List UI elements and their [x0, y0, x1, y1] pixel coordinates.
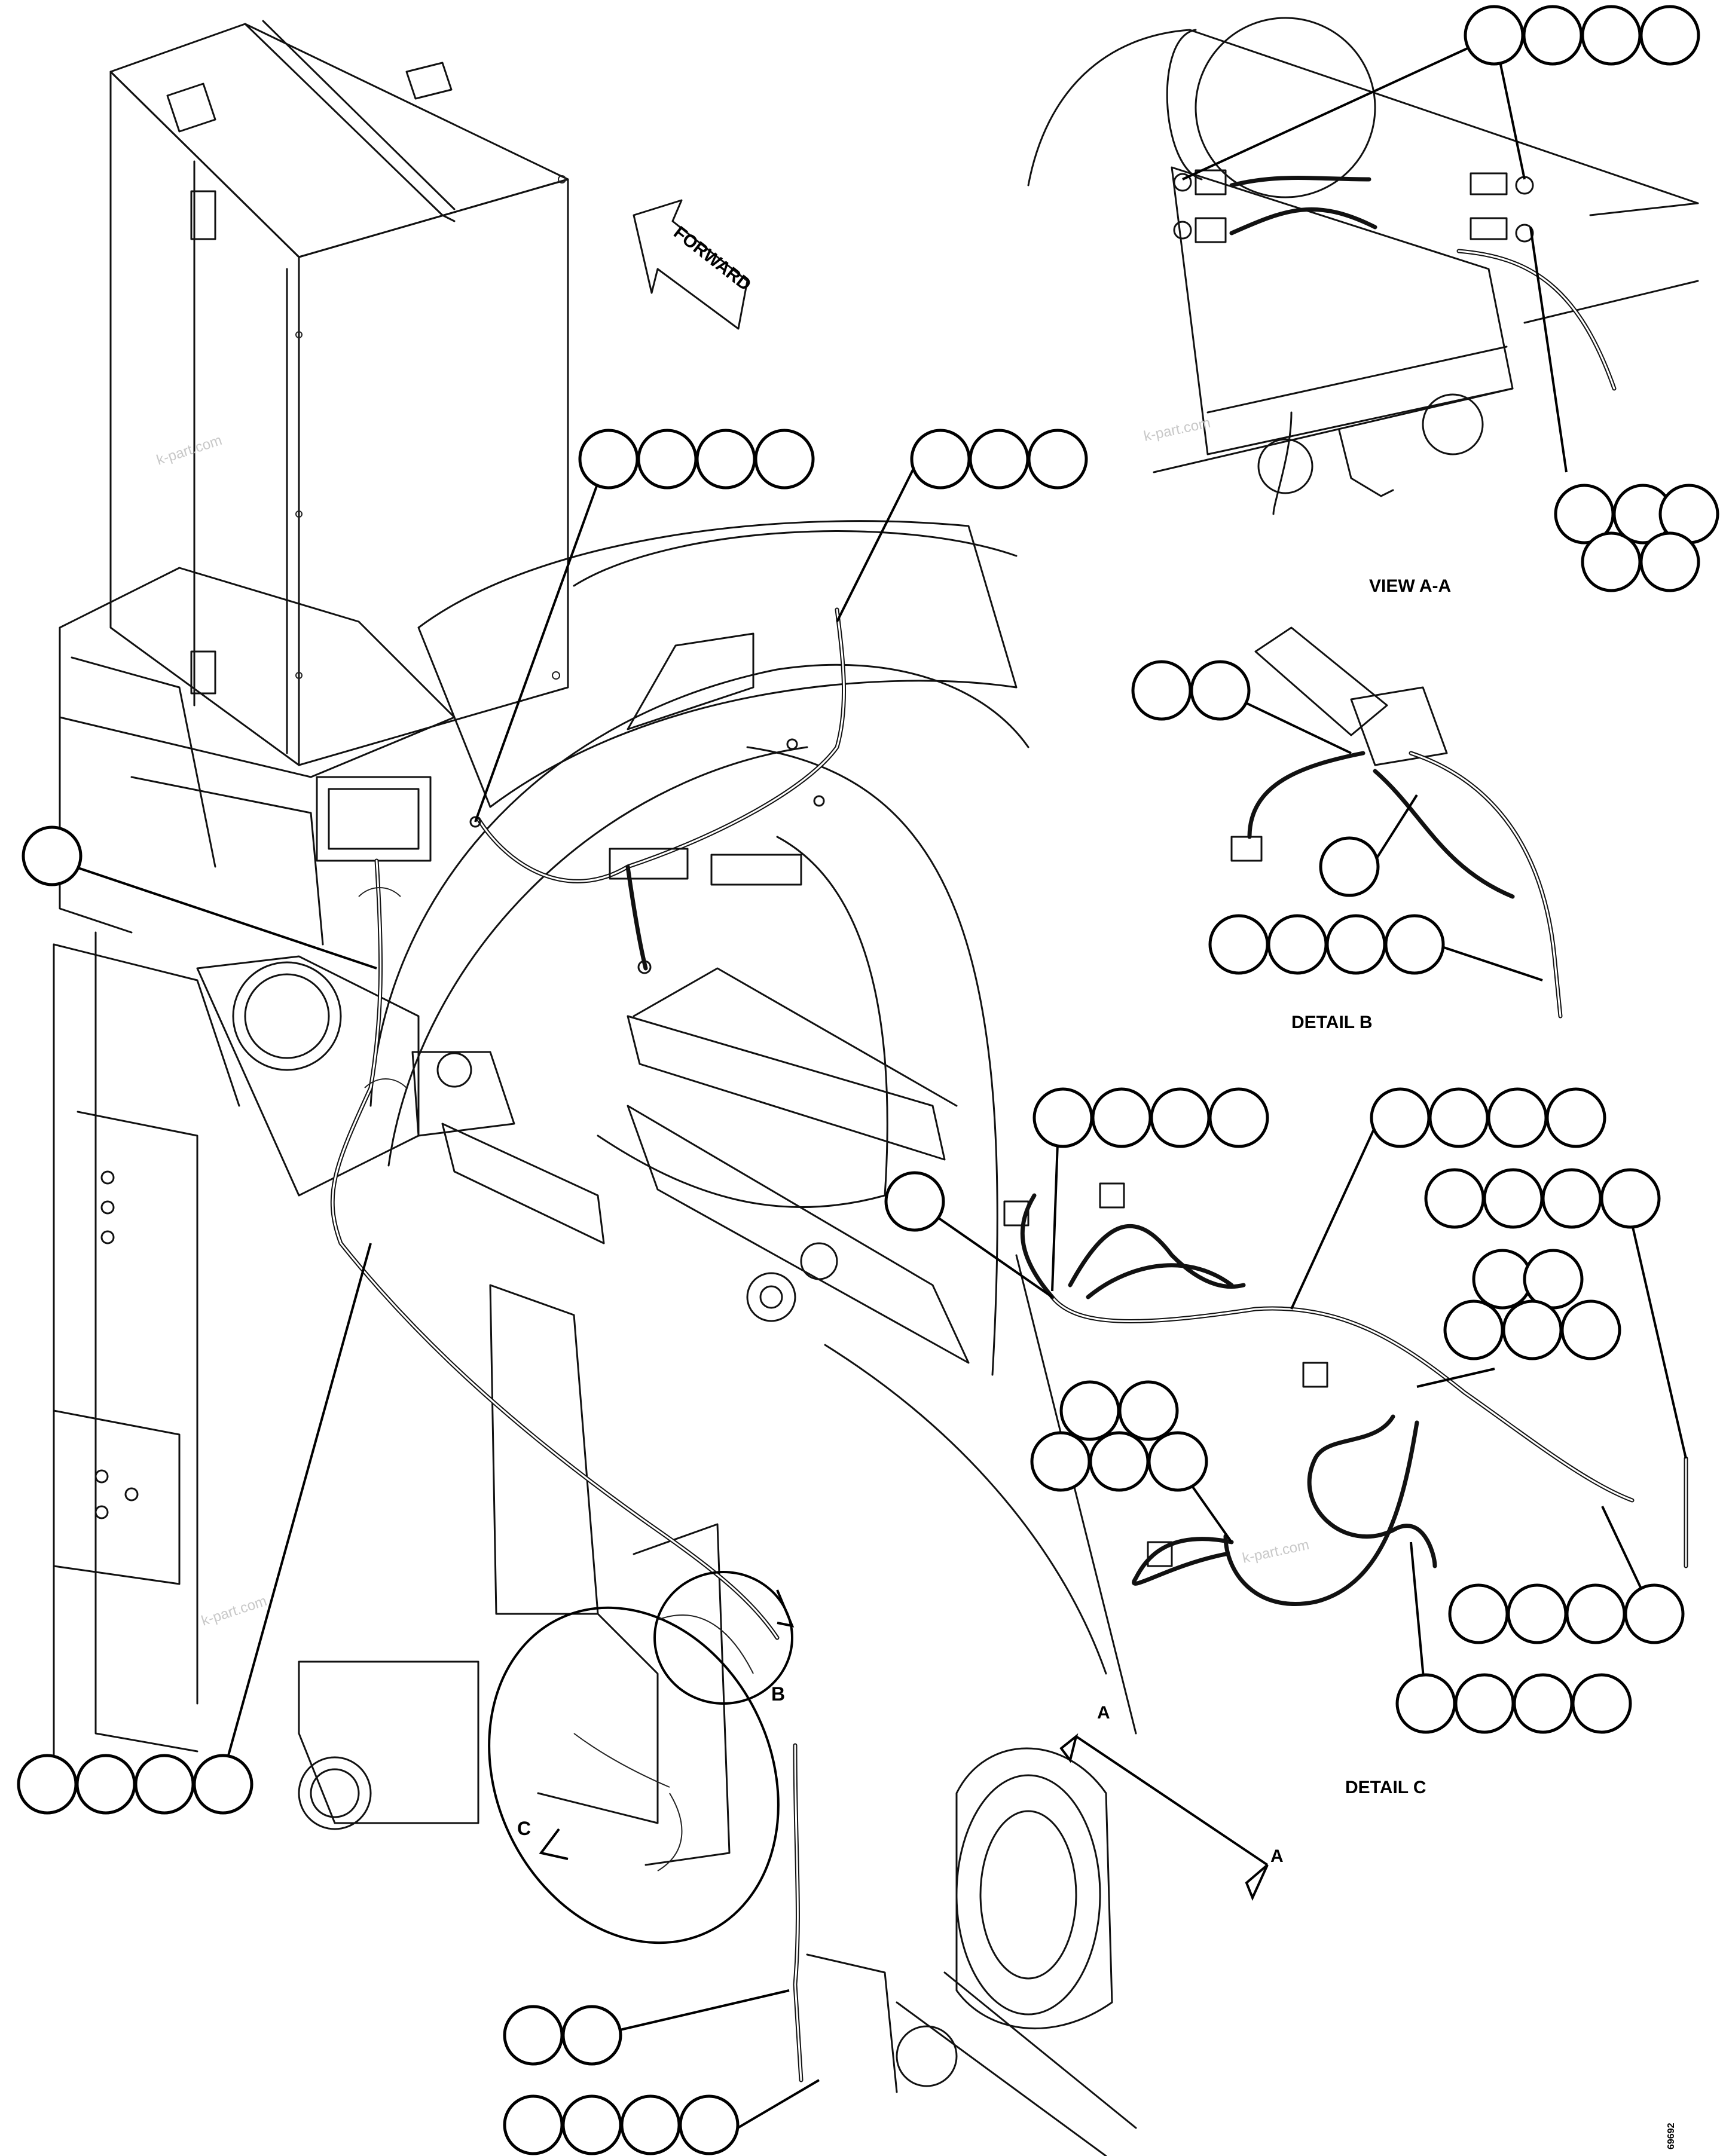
callout-bubble: [1147, 1431, 1208, 1492]
callout-bubble: [1032, 1087, 1093, 1148]
callout-bubble: [884, 1171, 945, 1232]
detail-c-label: DETAIL C: [1345, 1778, 1426, 1797]
callout-bubble: [1030, 1431, 1091, 1492]
callout-bubble: [1428, 1087, 1489, 1148]
electrical-cabinet: [109, 20, 569, 766]
watermark-text: k-part.com: [1142, 415, 1212, 445]
callout-bubble: [1472, 1249, 1533, 1310]
callout-bubble: [637, 429, 698, 490]
drawing-number: 69692: [1666, 2123, 1676, 2149]
callout-bubbles: [17, 5, 1719, 2155]
callout-bubble: [1624, 1583, 1685, 1644]
callout-bubble: [754, 429, 815, 490]
detail-markers: B C: [488, 1571, 795, 1944]
callout-bubble: [1424, 1168, 1485, 1229]
callout-bubble: [1565, 1583, 1626, 1644]
callout-bubble: [578, 429, 639, 490]
callout-bubble: [1118, 1380, 1179, 1441]
section-a-bottom-label: A: [1270, 1846, 1284, 1866]
callout-bubble: [503, 2005, 564, 2066]
callout-bubble: [1091, 1087, 1152, 1148]
callout-bubble: [1464, 5, 1525, 66]
detail-b-label: DETAIL B: [1291, 1013, 1373, 1032]
callout-bubble: [1454, 1673, 1515, 1734]
callout-bubble: [22, 825, 83, 886]
machine-structure: [53, 520, 1137, 2156]
callout-bubble: [1384, 914, 1445, 975]
callout-bubble: [17, 1754, 78, 1815]
callout-bubble: [695, 429, 756, 490]
main-wire-harness: [330, 607, 847, 2082]
callout-bubble: [1395, 1673, 1456, 1734]
marker-b-label: B: [771, 1683, 785, 1705]
callout-bubble: [1059, 1380, 1120, 1441]
callout-bubble: [1600, 1168, 1661, 1229]
callout-bubble: [1507, 1583, 1568, 1644]
callout-bubble: [1513, 1673, 1574, 1734]
forward-label: FORWARD: [670, 222, 754, 295]
callout-bubble: [1089, 1431, 1150, 1492]
callout-bubble: [1131, 660, 1192, 721]
callout-bubble: [503, 2094, 564, 2155]
watermark-text: k-part.com: [1241, 1537, 1310, 1567]
callout-bubble: [910, 429, 971, 490]
callout-bubble: [1487, 1087, 1548, 1148]
watermark-text: k-part.com: [200, 1593, 269, 1629]
callout-bubble: [1545, 1087, 1606, 1148]
section-a-top-label: A: [1097, 1703, 1110, 1723]
callout-bubble: [969, 429, 1030, 490]
callout-bubble: [1522, 5, 1583, 66]
callout-bubble: [193, 1754, 253, 1815]
callout-bubble: [1571, 1673, 1632, 1734]
callout-bubble: [1483, 1168, 1544, 1229]
callout-bubble: [1150, 1087, 1211, 1148]
callout-bubble: [620, 2094, 681, 2155]
detail-c: DETAIL C: [1003, 1182, 1688, 1797]
callout-bubble: [1370, 1087, 1431, 1148]
callout-bubble: [1027, 429, 1088, 490]
callout-bubble: [561, 2094, 622, 2155]
callout-bubble: [1448, 1583, 1509, 1644]
callout-bubble: [1541, 1168, 1602, 1229]
callout-bubble: [1560, 1299, 1621, 1360]
callout-bubble: [1190, 660, 1251, 721]
callout-bubble: [1208, 914, 1269, 975]
section-a-indicator: A A: [1059, 1703, 1284, 1901]
callout-bubble: [134, 1754, 195, 1815]
forward-arrow: FORWARD: [633, 199, 754, 330]
callout-bubble: [75, 1754, 136, 1815]
watermark-text: k-part.com: [155, 432, 224, 469]
callout-bubble: [1319, 836, 1380, 897]
callout-bubble: [1581, 531, 1642, 592]
callout-bubble: [1523, 1249, 1584, 1310]
callout-bubble: [1208, 1087, 1269, 1148]
callout-bubble: [1267, 914, 1328, 975]
view-aa: VIEW A-A: [1027, 17, 1699, 596]
callout-bubble: [561, 2005, 622, 2066]
callout-bubble: [1325, 914, 1386, 975]
callout-bubble: [679, 2094, 740, 2155]
callout-bubble: [1639, 5, 1700, 66]
detail-b: DETAIL B: [1230, 626, 1563, 1032]
callout-bubble: [1502, 1299, 1563, 1360]
callout-bubble: [1581, 5, 1642, 66]
marker-c-label: C: [517, 1818, 531, 1839]
callout-bubble: [1443, 1299, 1504, 1360]
callout-bubble: [1639, 531, 1700, 592]
view-aa-label: VIEW A-A: [1369, 576, 1451, 596]
